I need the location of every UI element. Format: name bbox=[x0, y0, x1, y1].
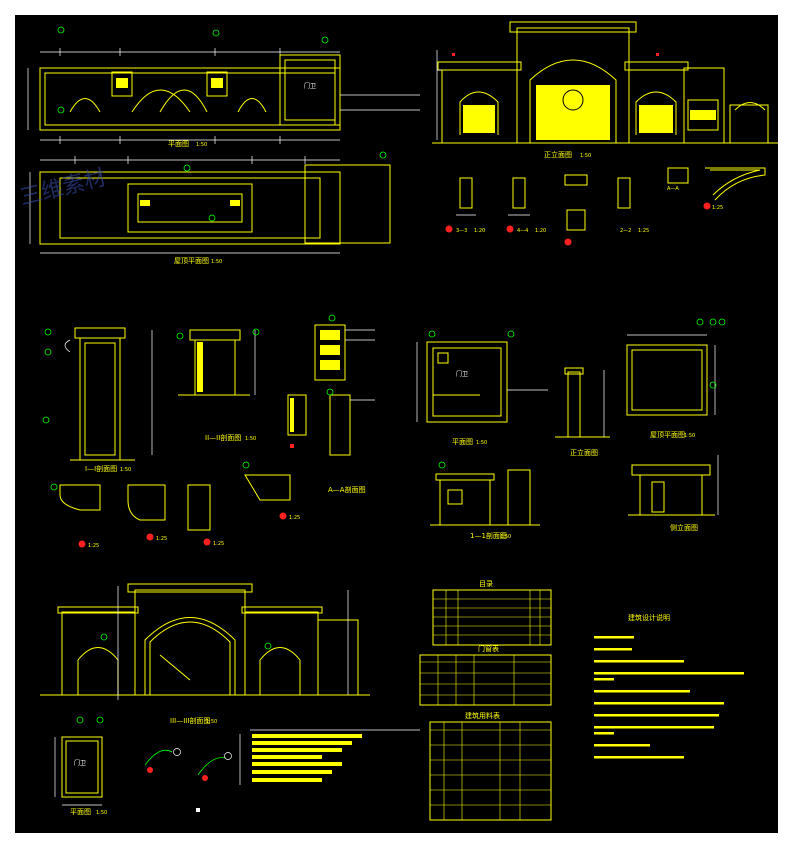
cad-drawing: 门卫 平面图 1:50 屋顶平面图 1:50 三维素材 bbox=[17, 21, 778, 821]
guard-roof-title: 屋顶平面图 bbox=[650, 431, 685, 439]
guard-plan-scale: 1:50 bbox=[476, 440, 487, 446]
sec22-scale: 1:25 bbox=[638, 228, 649, 234]
design-notes: 建筑设计说明 bbox=[594, 613, 744, 759]
guard-elev-title: 正立面图 bbox=[570, 448, 598, 457]
roof-plan-scale: 1:50 bbox=[211, 259, 222, 265]
detail-2-scale: 1:25 bbox=[156, 536, 167, 542]
front-elev-title: 正立面图 bbox=[544, 150, 572, 159]
bracket-scale: 1:25 bbox=[712, 205, 723, 211]
view-small-plan: 门卫 平面图 1:50 bbox=[54, 716, 107, 816]
detail-1-scale: 1:25 bbox=[88, 543, 99, 549]
sec33-scale: 1:20 bbox=[474, 228, 485, 234]
sec44-title: 4—4 bbox=[517, 228, 528, 234]
view-small-sections: 3—3 1:20 4—4 1:20 2—2 1:25 A—A 1:25 bbox=[445, 167, 766, 246]
front-elev-scale: 1:50 bbox=[580, 153, 591, 159]
sec22-title: 2—2 bbox=[620, 228, 631, 234]
view-front-elevation: 正立面图 1:50 bbox=[432, 21, 778, 159]
view-guard-elevation: 正立面图 bbox=[555, 367, 610, 457]
view-guard-section: 1—1剖面图 1:50 bbox=[430, 461, 540, 540]
section-ii-title: II—II剖面图 bbox=[205, 433, 241, 442]
sec44-scale: 1:20 bbox=[535, 228, 546, 234]
guard-section-scale: 1:50 bbox=[500, 534, 511, 540]
guard-plan-title: 平面图 bbox=[452, 438, 473, 446]
small-plan-scale: 1:50 bbox=[96, 810, 107, 816]
view-roof-plan: 屋顶平面图 1:50 bbox=[29, 151, 391, 265]
roof-plan-title: 屋顶平面图 bbox=[174, 257, 209, 265]
detail-3-scale: 1:25 bbox=[213, 541, 224, 547]
view-plan-top: 门卫 平面图 1:50 bbox=[27, 26, 420, 148]
view-guard-roof: 屋顶平面图 1:50 bbox=[626, 318, 726, 439]
section-i-title: I—I剖面图 bbox=[85, 464, 117, 473]
finish-table: 建筑用料表 bbox=[429, 711, 552, 821]
plan-top-scale: 1:50 bbox=[196, 142, 207, 148]
view-symbols bbox=[144, 748, 232, 812]
section-ii-scale: 1:50 bbox=[245, 436, 256, 442]
index-table: 目录 bbox=[432, 580, 552, 646]
cad-drawing-area: 门卫 平面图 1:50 屋顶平面图 1:50 三维素材 bbox=[15, 15, 778, 833]
index-table-title: 目录 bbox=[479, 580, 493, 588]
guard-plan-room: 门卫 bbox=[456, 370, 468, 378]
notes-bars bbox=[239, 729, 420, 785]
view-guard-side: 侧立面图 bbox=[628, 455, 719, 532]
finish-table-title: 建筑用料表 bbox=[465, 711, 500, 720]
view-detail-a: A—A剖面图 bbox=[287, 314, 375, 494]
section-iii-title: III—III剖面图 bbox=[170, 716, 210, 725]
door-table: 门窗表 bbox=[419, 644, 552, 706]
door-table-title: 门窗表 bbox=[478, 644, 499, 653]
view-section-ii: II—II剖面图 1:50 bbox=[176, 328, 260, 442]
plan-top-room: 门卫 bbox=[304, 82, 316, 90]
section-iii-scale: 1:50 bbox=[206, 719, 217, 725]
design-notes-title: 建筑设计说明 bbox=[628, 613, 670, 622]
small-plan-room: 门卫 bbox=[74, 759, 86, 767]
section-i-scale: 1:50 bbox=[120, 467, 131, 473]
plan-top-title: 平面图 bbox=[168, 140, 189, 148]
sec33-title: 3—3 bbox=[456, 228, 467, 234]
view-guard-plan: 门卫 平面图 1:50 bbox=[416, 330, 548, 446]
guard-section-title: 1—1剖面图 bbox=[470, 531, 507, 540]
guard-side-title: 侧立面图 bbox=[670, 523, 698, 532]
guard-roof-scale: 1:50 bbox=[684, 433, 695, 439]
detail-a-title: A—A剖面图 bbox=[328, 485, 366, 494]
view-section-i: I—I剖面图 1:50 bbox=[42, 327, 153, 473]
secaa-title: A—A bbox=[667, 186, 679, 192]
view-details-row: 1:25 1:25 1:25 1:25 bbox=[50, 461, 300, 549]
small-plan-title: 平面图 bbox=[70, 808, 91, 816]
view-section-iii: III—III剖面图 1:50 bbox=[40, 583, 370, 725]
detail-4-scale: 1:25 bbox=[289, 515, 300, 521]
